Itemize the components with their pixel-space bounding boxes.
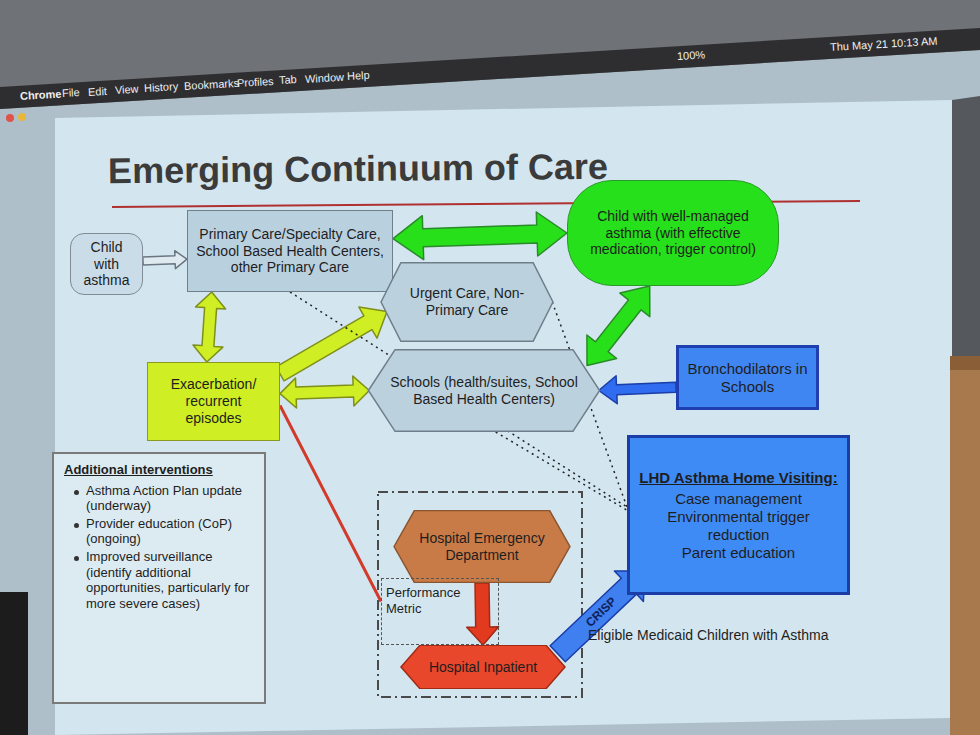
menu-item: 100%	[677, 49, 706, 64]
node-text: Child with well-managed asthma (with eff…	[576, 208, 770, 258]
note-label: Eligible Medicaid Children with Asthma	[588, 627, 833, 644]
chair	[0, 592, 28, 735]
node-text: Performance Metric	[386, 585, 494, 616]
node-body: Primary Care/Specialty Care, School Base…	[188, 211, 392, 291]
node-body: LHD Asthma Home Visiting: Case management…	[630, 438, 847, 592]
bullet-dot	[74, 490, 79, 495]
node-body: Additional interventionsAsthma Action Pl…	[54, 454, 264, 702]
node-text: Schools (health/suites, School Based Hea…	[381, 374, 587, 408]
node-text: Parent education	[682, 544, 795, 562]
bullet-item: Provider education (CoP) (ongoing)	[64, 516, 254, 547]
event-box: Exacerbation/ recurrent episodes	[147, 362, 280, 441]
program-box: LHD Asthma Home Visiting: Case management…	[627, 435, 850, 595]
menu-item: Chrome	[20, 87, 62, 103]
box-heading: LHD Asthma Home Visiting:	[639, 469, 837, 487]
node-body: Performance Metric	[382, 579, 498, 644]
double-arrow	[193, 292, 226, 362]
notes-box: Additional interventionsAsthma Action Pl…	[52, 452, 266, 704]
care-box: Primary Care/Specialty Care, School Base…	[187, 210, 393, 292]
hexagon-shape	[394, 511, 570, 583]
hospital-hexagon: Hospital Emergency Department	[393, 510, 571, 583]
hexagon-shape	[368, 350, 599, 432]
menu-item: Profiles	[237, 75, 274, 90]
bullet-dot	[74, 523, 79, 528]
projection-area	[0, 50, 980, 735]
double-arrow	[280, 376, 369, 408]
bullet-text: Provider education (CoP) (ongoing)	[86, 516, 254, 547]
node-text: Hospital Emergency Department	[415, 530, 549, 564]
block-arrow	[467, 583, 499, 645]
red-line	[280, 405, 381, 601]
node-text: Urgent Care, Non-Primary Care	[402, 285, 532, 319]
node-body: Schools (health/suites, School Based Hea…	[367, 349, 601, 432]
metric-box: Performance Metric	[381, 578, 499, 645]
node-text: Environmental trigger reduction	[638, 508, 839, 544]
node-text: Bronchodilators in Schools	[687, 360, 808, 396]
double-arrow	[393, 212, 567, 260]
bullet-item: Asthma Action Plan update (underway)	[64, 483, 254, 514]
node-text: Exacerbation/ recurrent episodes	[156, 376, 271, 426]
goal-box: Child with well-managed asthma (with eff…	[567, 180, 779, 286]
bullet-text: Asthma Action Plan update (underway)	[86, 483, 254, 514]
node-text: Primary Care/Specialty Care, School Base…	[196, 226, 384, 276]
node-body: Exacerbation/ recurrent episodes	[148, 363, 279, 440]
intervention-box: Bronchodilators in Schools	[676, 345, 819, 410]
node-text: Child with asthma	[79, 239, 134, 289]
slide-title: Emerging Continuum of Care	[108, 146, 608, 192]
node-body: Child with asthma	[71, 234, 142, 294]
node-body: Hospital Emergency Department	[393, 510, 571, 583]
hexagon-shape	[381, 263, 553, 342]
hollow-arrow	[143, 251, 187, 269]
bullet-text: Improved surveillance (identify addition…	[86, 549, 254, 611]
menu-item: Tab	[279, 73, 298, 87]
bullet-dot	[74, 556, 79, 561]
node-body: Child with well-managed asthma (with eff…	[568, 181, 778, 285]
double-arrow	[587, 286, 650, 366]
group-bracket	[378, 492, 582, 697]
menu-item: Edit	[88, 85, 108, 99]
menu-item: File	[62, 86, 80, 100]
window-button	[6, 114, 14, 122]
start-box: Child with asthma	[70, 233, 143, 295]
care-hexagon: Schools (health/suites, School Based Hea…	[367, 349, 601, 432]
bullet-item: Improved surveillance (identify addition…	[64, 549, 254, 611]
care-hexagon: Urgent Care, Non-Primary Care	[380, 262, 554, 342]
dotted-line	[496, 432, 627, 510]
menu-item: History	[144, 80, 179, 95]
window-button	[18, 113, 26, 121]
hexagon-shape	[401, 645, 565, 688]
menu-item: Window	[305, 70, 345, 85]
podium	[950, 356, 980, 735]
node-body: Bronchodilators in Schools	[679, 348, 816, 407]
node-body: Hospital Inpatient	[400, 645, 566, 689]
inpatient-hexagon: Hospital Inpatient	[400, 645, 566, 689]
menu-bar	[0, 28, 980, 109]
node-text: Case management	[675, 490, 802, 508]
node-text: Hospital Inpatient	[429, 659, 537, 676]
menu-item: Help	[347, 69, 370, 84]
block-arrow	[599, 376, 677, 404]
connector-line	[280, 405, 381, 601]
connector-line	[496, 432, 627, 510]
box-heading: Additional interventions	[64, 462, 254, 478]
node-body: Urgent Care, Non-Primary Care	[380, 262, 554, 342]
podium-top	[950, 356, 980, 370]
menu-item: View	[115, 83, 139, 98]
